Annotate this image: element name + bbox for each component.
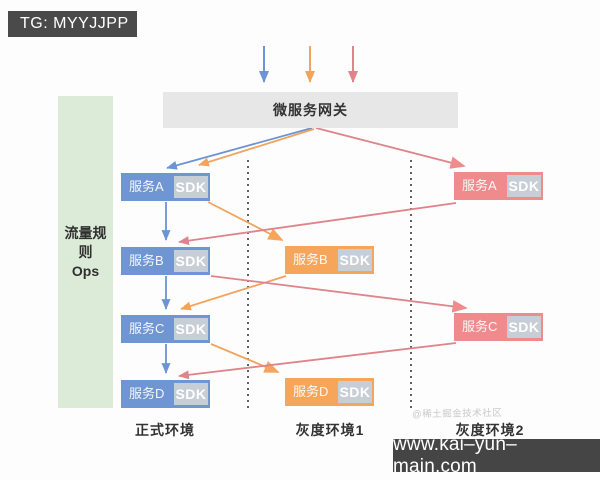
env-label-production: 正式环境 bbox=[135, 422, 195, 438]
ops-panel-title: 流量规则 bbox=[64, 224, 107, 260]
route-prod-c-to-gray1-d-orange bbox=[210, 343, 280, 373]
sdk-badge: SDK bbox=[174, 318, 208, 340]
service-box-gray2-c: 服务C SDK bbox=[454, 313, 543, 341]
route-gateway-to-prod-a-orange bbox=[198, 128, 315, 167]
service-box-prod-a: 服务A SDK bbox=[121, 173, 210, 201]
route-gray2-a-to-prod-b-red bbox=[178, 202, 457, 246]
sdk-badge: SDK bbox=[507, 316, 541, 338]
env-label-gray2: 灰度环境2 bbox=[455, 422, 525, 438]
ops-panel-subtitle: Ops bbox=[71, 262, 100, 279]
service-label: 服务B bbox=[293, 252, 328, 267]
route-prod-a-to-gray1-b-orange bbox=[207, 201, 284, 241]
service-box-gray1-d: 服务D SDK bbox=[285, 378, 374, 406]
service-label: 服务C bbox=[462, 319, 498, 334]
service-label: 服务D bbox=[129, 386, 165, 401]
service-label: 服务C bbox=[129, 321, 165, 336]
sdk-badge: SDK bbox=[174, 176, 208, 198]
tag-badge: TG: MYYJJPP bbox=[8, 11, 137, 37]
service-label: 服务B bbox=[129, 253, 164, 268]
service-box-prod-b: 服务B SDK bbox=[121, 247, 210, 275]
gateway-box: 微服务网关 bbox=[163, 92, 458, 128]
sdk-badge: SDK bbox=[174, 250, 208, 272]
service-box-prod-d: 服务D SDK bbox=[121, 380, 210, 408]
service-label: 服务D bbox=[293, 384, 329, 399]
route-gray1-b-to-prod-c-orange bbox=[180, 275, 287, 311]
route-gateway-to-prod-a-blue bbox=[166, 127, 313, 170]
service-box-gray1-b: 服务B SDK bbox=[285, 246, 374, 274]
community-watermark: @稀土掘金技术社区 bbox=[411, 407, 503, 421]
url-text: www.kai–yun–main.com bbox=[393, 433, 517, 477]
route-prod-b-to-gray2-c-red bbox=[210, 275, 468, 313]
sdk-badge: SDK bbox=[174, 383, 208, 405]
route-gateway-to-gray2-a-red bbox=[315, 127, 466, 169]
route-gray2-c-to-prod-d-red bbox=[178, 342, 457, 380]
service-label: 服务A bbox=[129, 179, 164, 194]
ops-panel: 流量规则 Ops bbox=[58, 96, 113, 408]
env-label-gray1: 灰度环境1 bbox=[295, 422, 365, 438]
service-box-prod-c: 服务C SDK bbox=[121, 315, 210, 343]
sdk-badge: SDK bbox=[338, 381, 372, 403]
gateway-label: 微服务网关 bbox=[273, 102, 348, 118]
sdk-badge: SDK bbox=[507, 175, 541, 197]
url-watermark-bar: www.kai–yun–main.com bbox=[393, 434, 600, 477]
service-box-gray2-a: 服务A SDK bbox=[454, 172, 543, 200]
sdk-badge: SDK bbox=[338, 249, 372, 271]
service-label: 服务A bbox=[462, 178, 497, 193]
